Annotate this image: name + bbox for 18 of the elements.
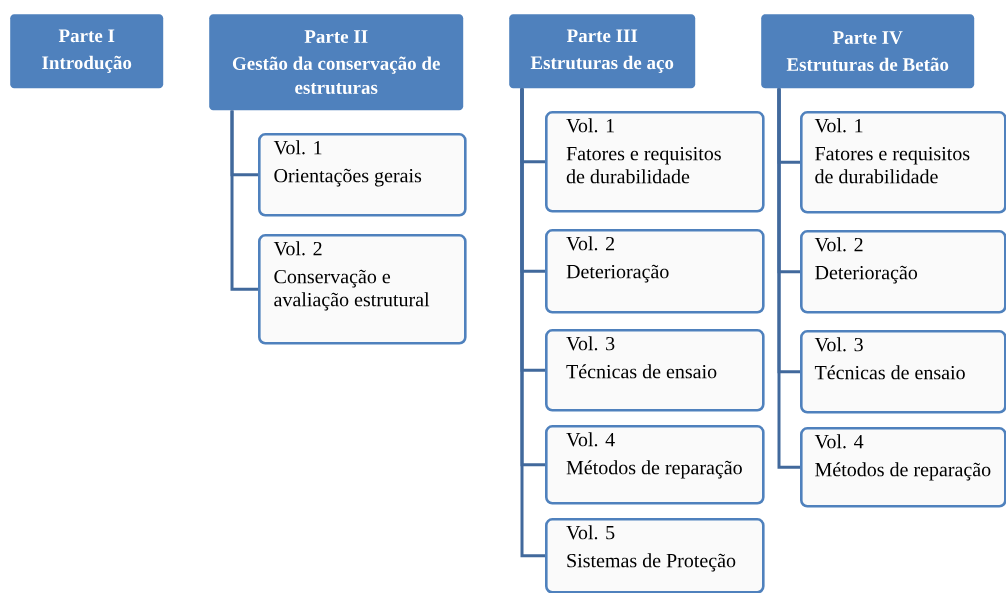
- volume-box: Vol. 2 Deterioração: [800, 230, 1006, 314]
- volume-box: Vol. 2 Deterioração: [545, 229, 765, 314]
- volume-box: Vol. 1 Fatores e requisitos de durabilidade: [800, 111, 1006, 214]
- volume-box: Vol. 5 Sistemas de Proteção: [545, 518, 765, 593]
- part-box: Parte II Gestão da conservação de estruturas: [209, 14, 464, 111]
- part-box: Parte IV Estruturas de Betão: [761, 14, 975, 89]
- part-box: Parte I Introdução: [10, 14, 164, 89]
- volume-box: Vol. 2 Conservação e avaliação estrutural: [258, 234, 467, 345]
- volume-box: Vol. 3 Técnicas de ensaio: [545, 329, 765, 412]
- volume-box: Vol. 4 Métodos de reparação: [545, 425, 765, 505]
- connector-line: [777, 88, 800, 469]
- connector-line: [230, 110, 258, 291]
- volume-box: Vol. 4 Métodos de reparação: [800, 427, 1006, 508]
- volume-box: Vol. 1 Orientações gerais: [258, 133, 467, 217]
- volume-box: Vol. 1 Fatores e requisitos de durabilidade: [545, 111, 765, 213]
- part-box: Parte III Estruturas de aço: [509, 14, 696, 89]
- connector-line: [520, 88, 545, 558]
- volume-box: Vol. 3 Técnicas de ensaio: [800, 330, 1006, 414]
